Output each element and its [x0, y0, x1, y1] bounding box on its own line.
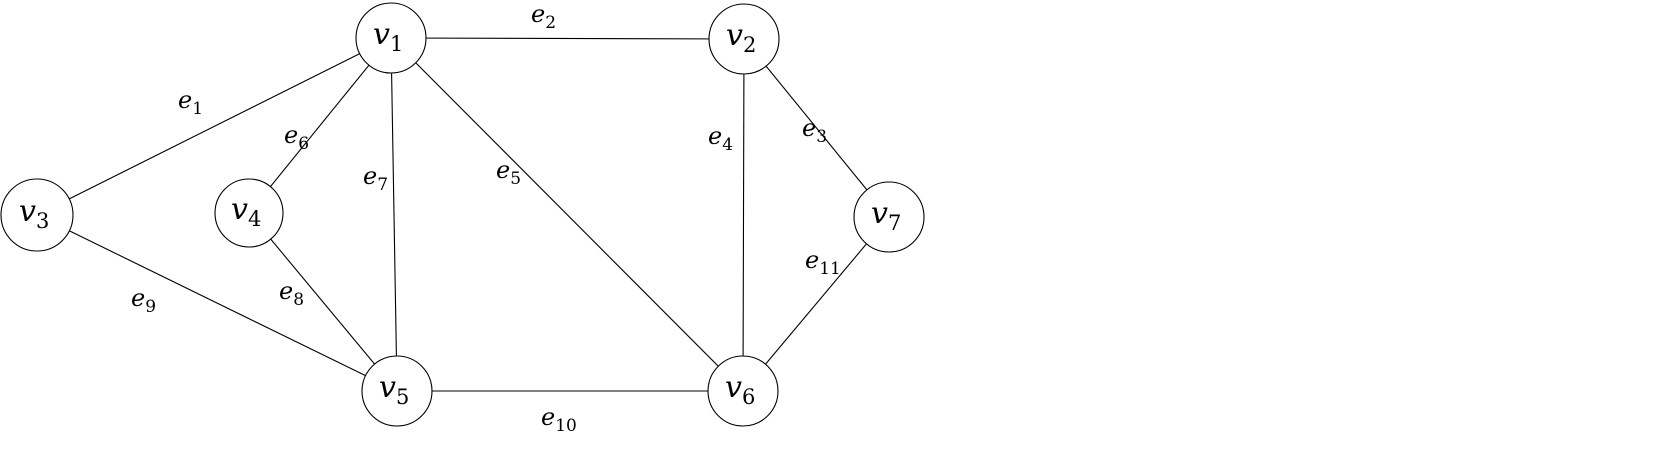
- node-v2: v2: [708, 3, 780, 75]
- node-v3: v3: [0, 178, 74, 252]
- node-v2-circle: [708, 3, 780, 75]
- edge-label-e5: e5: [496, 156, 521, 189]
- edge-label-e6: e6: [284, 121, 309, 154]
- edge-label-e1: e1: [178, 86, 203, 119]
- edge-label-e5-base: e: [496, 156, 510, 184]
- node-label-v6: v6: [725, 370, 755, 409]
- edge-label-e4-subscript: 4: [722, 135, 733, 155]
- node-label-v2: v2: [726, 18, 756, 57]
- edge-label-e8-subscript: 8: [293, 290, 304, 310]
- edges-layer: [36, 37, 890, 392]
- edge-e7-line: [390, 37, 398, 392]
- edge-label-e10: e10: [541, 403, 577, 436]
- node-v1: v1: [355, 2, 427, 74]
- edge-label-e2: e2: [531, 0, 556, 33]
- node-label-v4-base: v: [231, 192, 248, 227]
- edge-label-e4: e4: [708, 122, 733, 155]
- edge-label-e7-base: e: [363, 162, 377, 190]
- edge-label-e9: e9: [131, 284, 156, 317]
- edge-label-e9-base: e: [131, 284, 145, 312]
- edge-label-e6-base: e: [284, 121, 298, 149]
- node-label-v5-subscript: 5: [396, 385, 409, 409]
- edge-label-e8-base: e: [279, 277, 293, 305]
- node-label-v1-subscript: 1: [390, 32, 403, 56]
- edge-label-e10-base: e: [541, 403, 555, 431]
- node-v4: v4: [214, 178, 284, 248]
- node-v6: v6: [707, 355, 779, 427]
- node-label-v3-subscript: 3: [36, 209, 49, 233]
- node-v5: v5: [361, 355, 433, 427]
- edge-e8-line: [248, 212, 398, 392]
- edge-label-e4-base: e: [708, 122, 722, 150]
- node-v7: v7: [853, 181, 925, 253]
- node-label-v7-base: v: [871, 196, 888, 231]
- edge-label-e7-subscript: 7: [377, 175, 388, 195]
- edge-label-e6-subscript: 6: [298, 134, 309, 154]
- node-label-v3: v3: [19, 194, 49, 233]
- node-v5-circle: [361, 355, 433, 427]
- node-label-v5-base: v: [379, 370, 396, 405]
- node-label-v4: v4: [231, 192, 261, 231]
- edge-label-e3-base: e: [802, 114, 816, 142]
- node-v3-circle: [0, 178, 74, 252]
- edge-label-e3-subscript: 3: [816, 127, 827, 147]
- edge-label-e1-subscript: 1: [192, 99, 203, 119]
- edge-label-e7: e7: [363, 162, 388, 195]
- node-label-v2-base: v: [726, 18, 743, 53]
- edge-label-e1-base: e: [178, 86, 192, 114]
- node-label-v6-subscript: 6: [742, 385, 755, 409]
- node-v6-circle: [707, 355, 779, 427]
- edge-e3-line: [743, 38, 890, 218]
- node-label-v7-subscript: 7: [888, 211, 901, 235]
- node-label-v7: v7: [871, 196, 901, 235]
- node-label-v2-subscript: 2: [743, 33, 756, 57]
- edge-e11-line: [742, 216, 890, 392]
- node-v4-circle: [214, 178, 284, 248]
- edge-label-e5-subscript: 5: [510, 169, 521, 189]
- edge-label-e10-subscript: 10: [555, 416, 577, 436]
- node-label-v6-base: v: [725, 370, 742, 405]
- edge-label-e9-subscript: 9: [145, 297, 156, 317]
- edge-label-e11-subscript: 11: [819, 259, 841, 279]
- node-label-v1-base: v: [373, 17, 390, 52]
- node-label-v1: v1: [373, 17, 403, 56]
- edge-e5-line: [390, 37, 744, 392]
- node-label-v4-subscript: 4: [248, 207, 261, 231]
- node-label-v5: v5: [379, 370, 409, 409]
- edge-label-e3: e3: [802, 114, 827, 147]
- edge-e4-line: [742, 38, 745, 392]
- edge-e6-line: [248, 37, 392, 214]
- edge-label-e11-base: e: [805, 246, 819, 274]
- node-label-v3-base: v: [19, 194, 36, 229]
- node-v7-circle: [853, 181, 925, 253]
- edge-label-e2-subscript: 2: [545, 13, 556, 33]
- edge-label-e2-base: e: [531, 0, 545, 28]
- node-v1-circle: [355, 2, 427, 74]
- edge-label-e8: e8: [279, 277, 304, 310]
- edge-e9-line: [36, 214, 398, 392]
- edge-label-e11: e11: [805, 246, 841, 279]
- edge-e2-line: [390, 37, 745, 40]
- edge-e1-line: [36, 37, 392, 216]
